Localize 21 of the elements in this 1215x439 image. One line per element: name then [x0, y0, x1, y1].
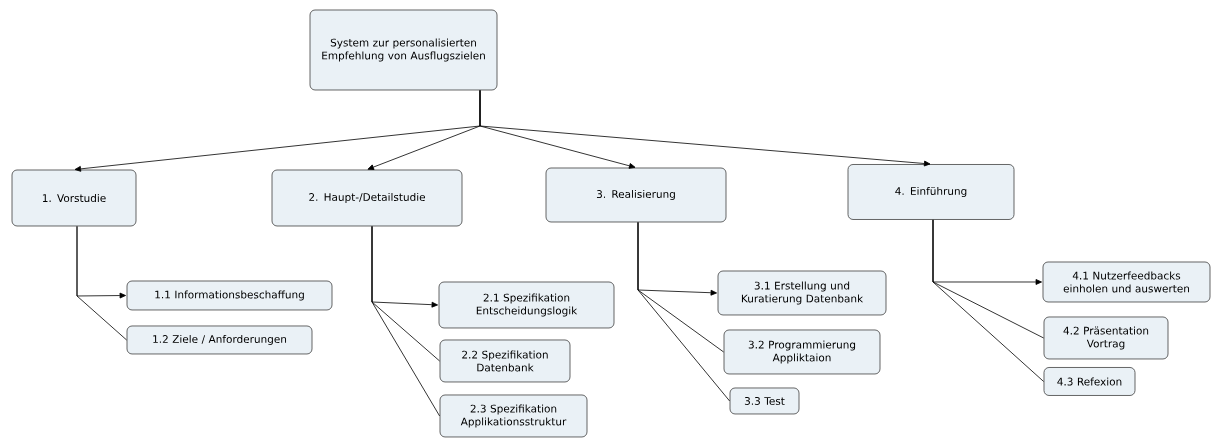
- task-box: 2.1 Spezifikation Entscheidungslogik: [438, 281, 615, 329]
- task-box: 4.1 Nutzerfeedbacks einholen und auswerten: [1042, 261, 1211, 303]
- connector: [371, 226, 440, 417]
- phase-box: 4. Einführung: [847, 164, 1015, 220]
- task-box: 3.3 Test: [729, 387, 800, 415]
- connector: [637, 222, 730, 402]
- connector: [76, 226, 127, 341]
- task-box: 2.3 Spezifikation Applikationsstruktur: [439, 394, 588, 438]
- task-box: 3.2 Programmierung Appliktaion: [723, 329, 881, 375]
- phase-box: 1. Vorstudie: [11, 169, 137, 227]
- task-box: 2.2 Spezifikation Datenbank: [439, 339, 571, 383]
- task-box: 4.3 Refexion: [1043, 367, 1136, 396]
- phase-box: 2. Haupt-/Detailstudie: [271, 169, 463, 227]
- title-box: System zur personalisierten Empfehlung von Ausflugszielen: [309, 9, 498, 91]
- task-box: 1.1 Informationsbeschaffung: [126, 280, 333, 311]
- task-box: 3.1 Erstellung und Kuratierung Datenbank: [717, 270, 887, 316]
- task-box: 1.2 Ziele / Anforderungen: [126, 325, 313, 355]
- phase-box: 3. Realisierung: [545, 167, 727, 223]
- task-box: 4.2 Präsentation Vortrag: [1043, 316, 1169, 360]
- connector: [479, 90, 931, 167]
- connector: [932, 219, 1044, 382]
